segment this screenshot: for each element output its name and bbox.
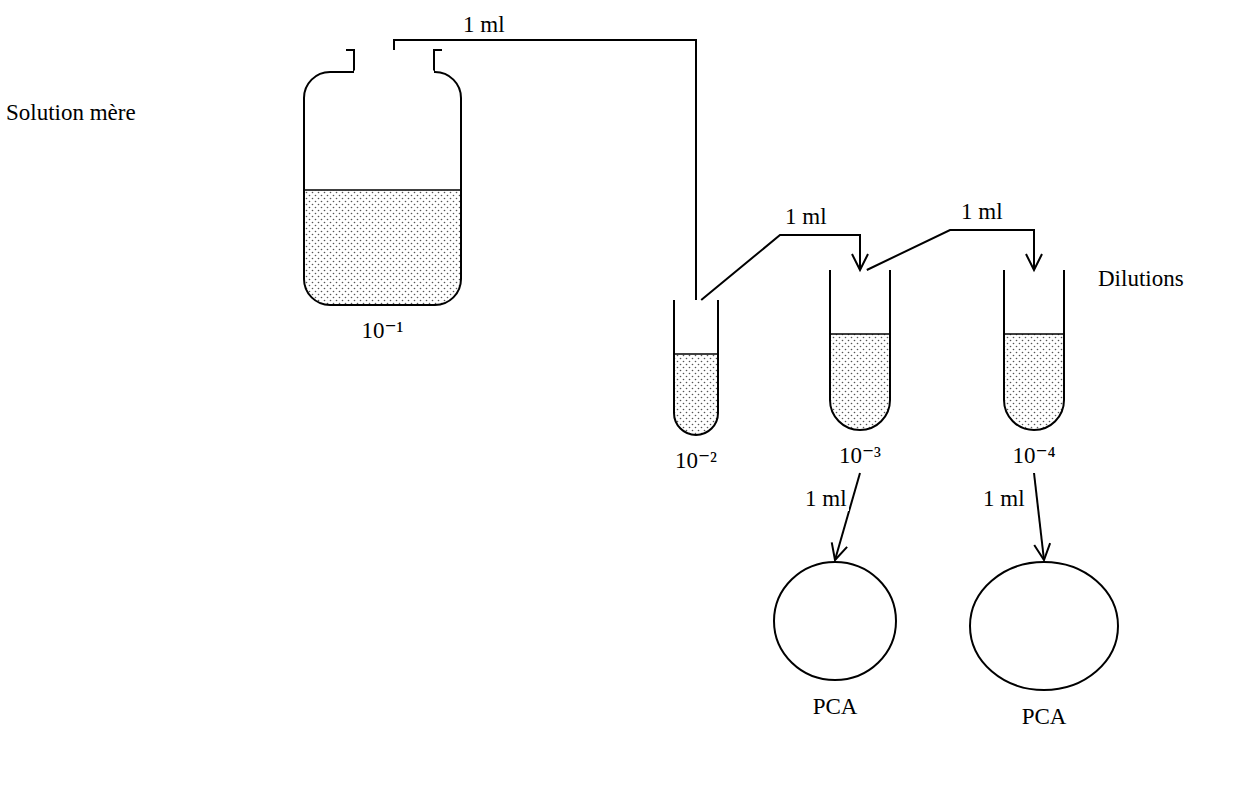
liquid [304,190,461,305]
bottle-opening [354,71,434,74]
plate-shape [772,560,898,682]
volume-label: 1 ml [783,204,829,229]
liquid [830,334,890,430]
transfer-connector [701,235,868,300]
stock-label: Solution mère [6,100,136,126]
petri-plate-outline [970,562,1118,690]
medium-label: PCA [964,704,1124,730]
dilution-label: 10⁻⁴ [996,442,1072,469]
volume-label: 1 ml [981,486,1027,511]
liquid [674,354,718,435]
test-tube: 10⁻⁴ [1000,270,1068,473]
volume-label: 1 ml [959,199,1005,224]
tube-outline [830,270,890,430]
arrowhead [832,542,847,560]
plate-shape [968,560,1120,692]
arrowhead [852,254,868,270]
transfer-connector [1034,473,1050,560]
tube-outline [674,300,718,435]
volume-label: 1 ml [803,486,849,511]
connector-line [867,230,1034,270]
bottle-neck [346,50,442,72]
stock-bottle: 10⁻¹ [290,50,475,360]
bottle-outline [304,72,461,305]
arrowhead [1034,543,1050,560]
dilution-label: 10⁻¹ [286,317,479,344]
liquid-level [304,189,461,191]
dilution-label: 10⁻³ [822,442,898,469]
tube-shape [670,300,722,435]
tube-outline [1004,270,1064,430]
liquid-level [1004,333,1064,335]
dilution-label: 10⁻² [666,447,726,474]
medium-label: PCA [768,694,902,720]
test-tube: 10⁻³ [826,270,894,473]
dilutions-label: Dilutions [1098,266,1184,292]
petri-plate: PCA [968,560,1120,775]
volume-label: 1 ml [461,12,507,37]
liquid [1004,334,1064,430]
arrowhead [1026,254,1042,270]
bottle-shape [290,50,475,305]
liquid-level [674,353,718,355]
transfer-connector [867,230,1042,270]
tube-shape [826,270,894,430]
connector-line [701,235,860,300]
test-tube: 10⁻² [670,300,722,478]
tube-shape [1000,270,1068,430]
petri-plate-outline [774,562,896,680]
liquid-level [830,333,890,335]
petri-plate: PCA [772,560,898,775]
